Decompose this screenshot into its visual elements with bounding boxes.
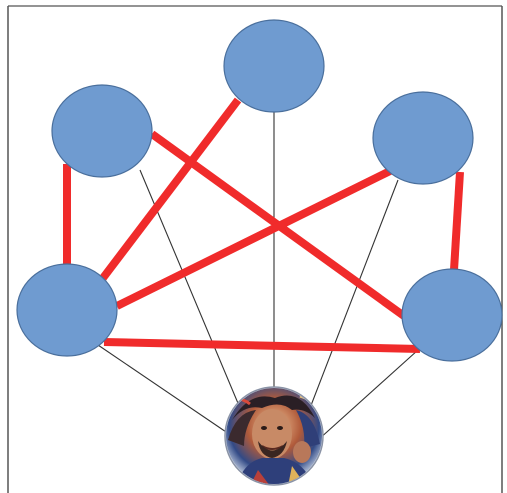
nodes [16, 19, 503, 362]
red-edge-upperright-lowerleft [115, 167, 392, 310]
hub-edge-lower-left [97, 344, 233, 437]
red-edge-top-lowerleft [99, 97, 242, 281]
red-edge-bottom [103, 338, 421, 353]
node-lower-left[interactable] [16, 263, 118, 357]
red-edges [63, 97, 464, 353]
node-top[interactable] [223, 19, 325, 113]
node-upper-right[interactable] [372, 91, 474, 185]
node-lower-right[interactable] [401, 268, 503, 362]
node-upper-left[interactable] [51, 84, 153, 178]
red-edge-upperright-lowerright [450, 171, 464, 271]
hub-edge-lower-right [317, 349, 419, 441]
hub-portrait-icon[interactable] [224, 386, 324, 486]
hub-edge-upper-right [309, 179, 399, 409]
